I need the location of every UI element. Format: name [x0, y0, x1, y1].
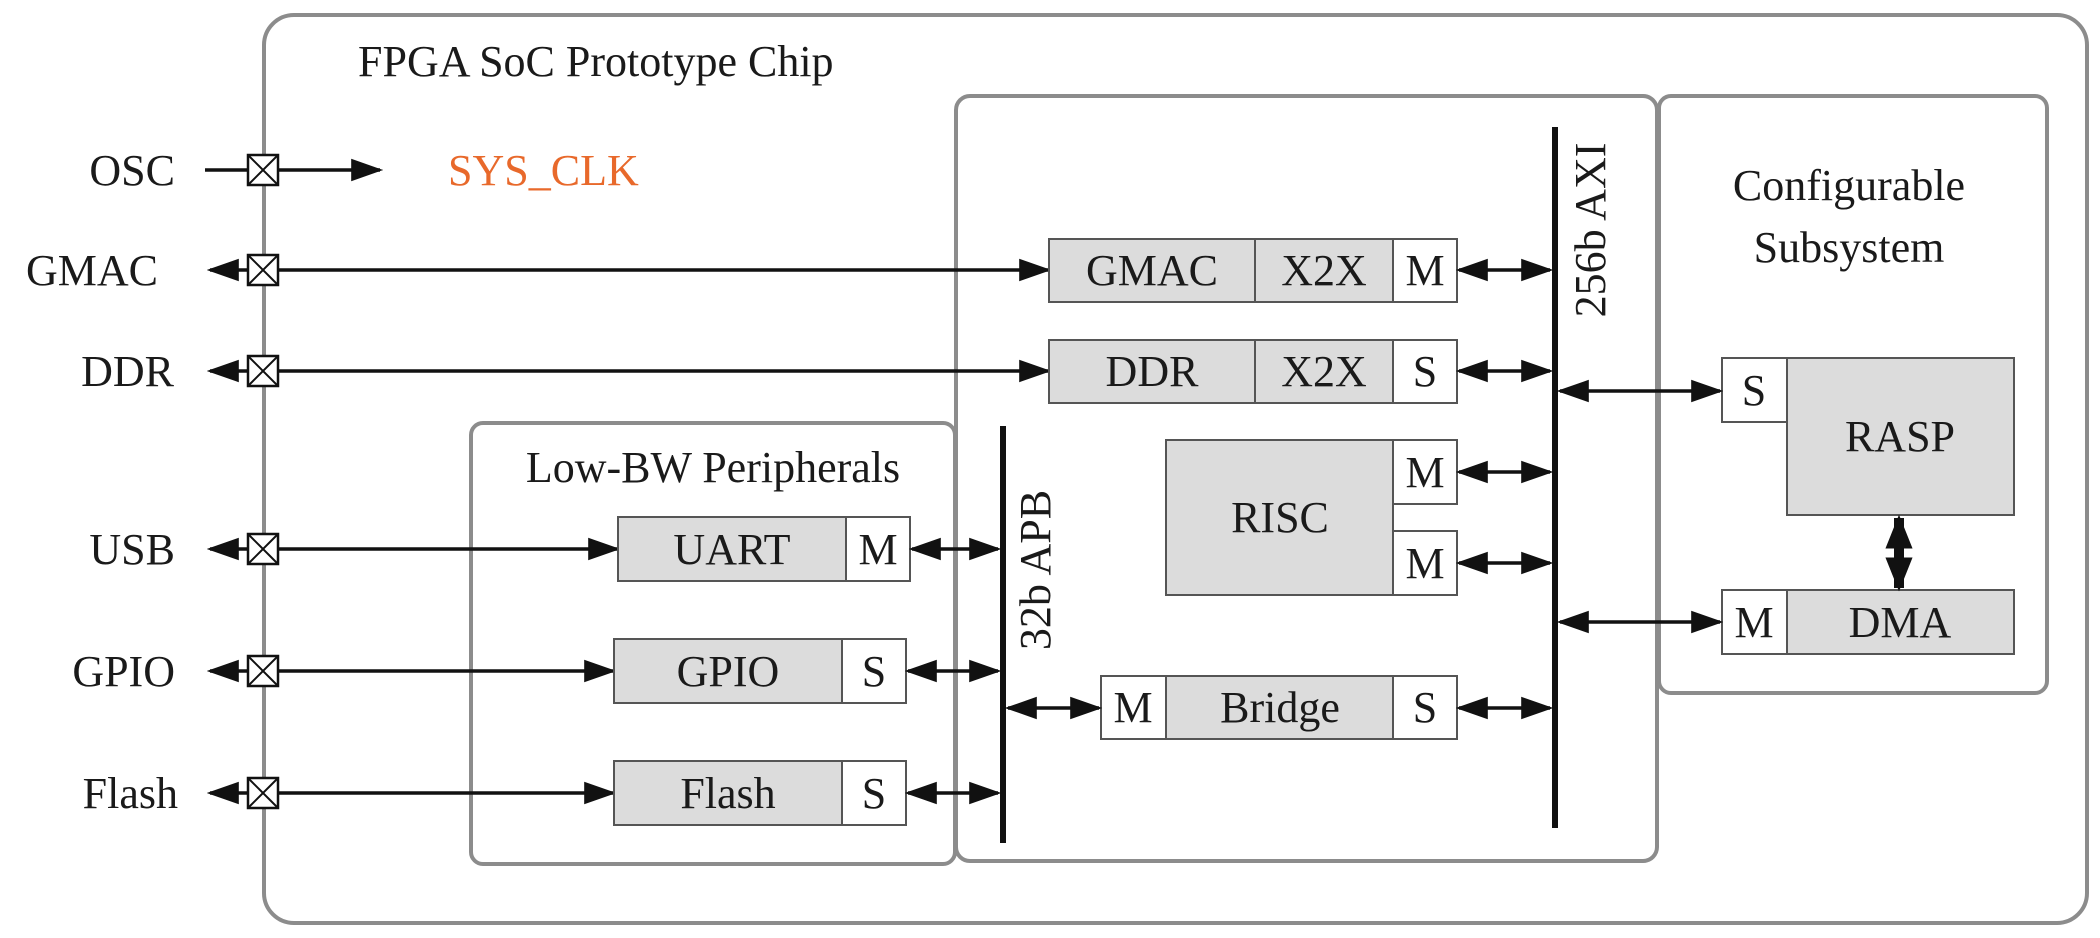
- risc-master-port-bottom-label: M: [1405, 539, 1444, 588]
- dma-master-port-label: M: [1734, 598, 1773, 647]
- bridge-block-label: Bridge: [1220, 683, 1340, 732]
- gpio-block-label: GPIO: [677, 647, 780, 696]
- gmac-master-port: [1392, 238, 1458, 303]
- io-pad-flash: [246, 776, 280, 810]
- chip-title: FPGA SoC Prototype Chip: [358, 37, 834, 86]
- uart-master-port: [845, 516, 911, 582]
- peripherals-title: Low-BW Peripherals: [526, 443, 900, 492]
- risc-block-group: RISC M M: [1165, 439, 1458, 596]
- gmac-block-group: GMAC X2X M: [1048, 238, 1458, 303]
- risc-master-port-top-label: M: [1405, 448, 1444, 497]
- flash-block-label: Flash: [680, 769, 775, 818]
- ddr-slave-port: [1392, 339, 1458, 404]
- flash-block: [613, 760, 843, 826]
- ddr-slave-port-label: S: [1413, 347, 1437, 396]
- bridge-block-group: M Bridge S: [1100, 675, 1458, 740]
- subsystem-title-line2: Subsystem: [1754, 223, 1945, 272]
- io-pad-osc: [246, 153, 280, 187]
- bridge-slave-port-label: S: [1413, 683, 1437, 732]
- chip-boundary: [262, 13, 2089, 925]
- gmac-x2x-block: [1254, 238, 1394, 303]
- risc-master-port-bottom: [1392, 530, 1458, 596]
- ddr-block-group: DDR X2X S: [1048, 339, 1458, 404]
- pin-label-osc: OSC: [89, 146, 175, 195]
- subsystem-title-line1: Configurable: [1733, 161, 1965, 210]
- bridge-master-port: [1100, 675, 1167, 740]
- pin-label-gmac: GMAC: [26, 246, 158, 295]
- dma-block-label: DMA: [1849, 598, 1952, 647]
- io-pad-gmac: [246, 253, 280, 287]
- io-pad-ddr: [246, 354, 280, 388]
- io-pad-usb: [246, 532, 280, 566]
- uart-block: [617, 516, 847, 582]
- gpio-block-group: GPIO S: [613, 638, 907, 704]
- ddr-x2x-block: [1254, 339, 1394, 404]
- gmac-block-label: GMAC: [1086, 246, 1218, 295]
- bridge-block: [1165, 675, 1394, 740]
- bridge-slave-port: [1392, 675, 1458, 740]
- low-bw-peripherals-region: [469, 421, 957, 866]
- axi-bus-label: 256b AXI: [1566, 143, 1615, 318]
- apb-bus-label: 32b APB: [1011, 490, 1060, 650]
- flash-slave-port-label: S: [862, 769, 886, 818]
- pin-label-ddr: DDR: [81, 347, 175, 396]
- gpio-slave-port-label: S: [862, 647, 886, 696]
- risc-block: [1165, 439, 1394, 596]
- uart-master-port-label: M: [858, 525, 897, 574]
- io-pad-gpio: [246, 654, 280, 688]
- pin-label-flash: Flash: [83, 769, 178, 818]
- pin-label-usb: USB: [89, 525, 175, 574]
- gmac-master-port-label: M: [1405, 246, 1444, 295]
- risc-master-port-top: [1392, 439, 1458, 505]
- flash-slave-port: [841, 760, 907, 826]
- clock-label: SYS_CLK: [448, 146, 639, 195]
- gmac-block: [1048, 238, 1256, 303]
- gmac-x2x-label: X2X: [1281, 246, 1367, 295]
- uart-block-label: UART: [673, 525, 790, 574]
- dma-block-group: M DMA: [1721, 589, 2015, 655]
- rasp-block-group: S RASP: [1721, 357, 2015, 516]
- flash-block-group: Flash S: [613, 760, 907, 826]
- ddr-block-label: DDR: [1106, 347, 1200, 396]
- bridge-master-port-label: M: [1113, 683, 1152, 732]
- rasp-block: [1786, 357, 2015, 516]
- uart-block-group: UART M: [617, 516, 911, 582]
- rasp-block-label: RASP: [1845, 412, 1955, 461]
- rasp-slave-port-label: S: [1742, 366, 1766, 415]
- risc-block-label: RISC: [1231, 493, 1329, 542]
- ddr-x2x-label: X2X: [1281, 347, 1367, 396]
- dma-master-port: [1721, 589, 1788, 655]
- dma-block: [1786, 589, 2015, 655]
- pin-label-gpio: GPIO: [72, 647, 175, 696]
